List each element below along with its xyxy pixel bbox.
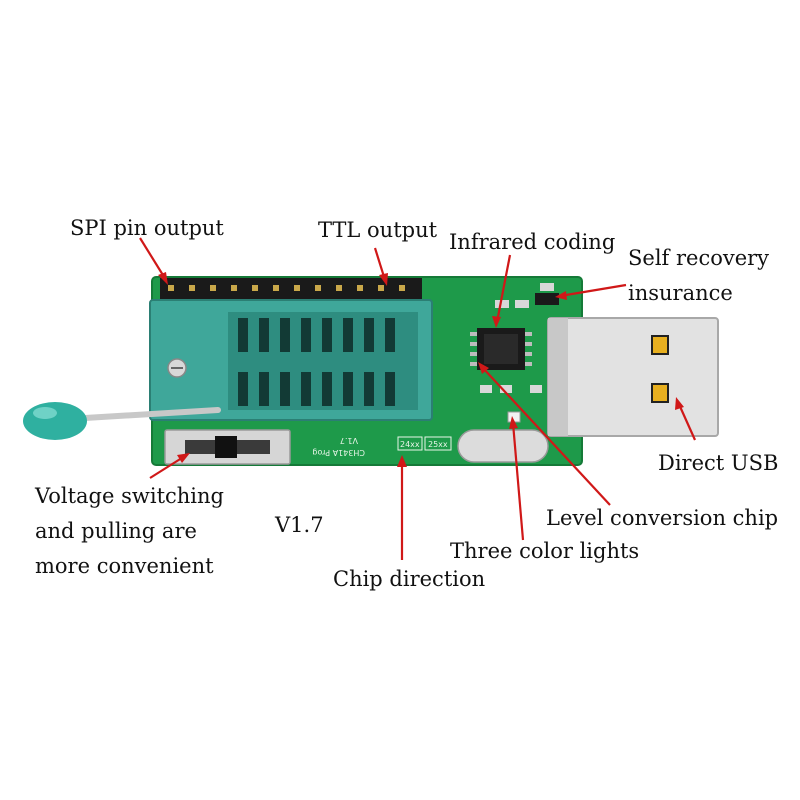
label-self-recovery: Self recovery — [628, 246, 769, 270]
arrow-level-conversion — [478, 362, 611, 506]
ic-pins — [470, 332, 532, 366]
chip-24xx-box — [397, 436, 423, 451]
label-ttl-output: TTL output — [318, 218, 438, 242]
pin-header — [160, 278, 422, 300]
zif-slots-bottom — [238, 372, 395, 406]
arrow-three-color — [509, 416, 525, 541]
chip-25xx-label: 25xx — [428, 440, 448, 449]
arrow-ttl — [373, 247, 388, 286]
label-chip-direction: Chip direction — [333, 567, 485, 591]
usb-hole-bottom — [651, 383, 669, 403]
usb-hole-top — [651, 335, 669, 355]
voltage-switch-knob — [215, 436, 237, 458]
label-voltage-line2: and pulling are — [35, 519, 197, 543]
smd-components — [480, 283, 554, 393]
label-version: V1.7 — [274, 513, 324, 537]
arrow-chip-direction — [397, 455, 407, 560]
zif-socket-bevel — [149, 299, 433, 421]
zif-lever-knob-highlight — [33, 407, 57, 419]
chip-25xx-box — [424, 436, 452, 451]
zif-lever-knob — [23, 402, 87, 440]
arrow-direct-usb — [675, 397, 697, 441]
silkscreen-version: V1.7 — [340, 436, 358, 445]
label-voltage-line3: more convenient — [35, 554, 214, 578]
zif-lever-arm — [82, 407, 221, 421]
crystal-oscillator — [457, 429, 549, 463]
label-insurance: insurance — [628, 281, 733, 305]
chip-24xx-label: 24xx — [400, 440, 420, 449]
usb-plug-shade — [548, 318, 568, 436]
silkscreen-model: CH341A Prog — [312, 448, 365, 457]
label-level-conversion-chip: Level conversion chip — [546, 506, 778, 530]
label-direct-usb: Direct USB — [658, 451, 778, 475]
arrow-spi — [139, 237, 168, 285]
arrow-self-recovery — [555, 283, 627, 300]
label-spi-pin-output: SPI pin output — [70, 216, 224, 240]
usb-plug — [547, 317, 719, 437]
level-conversion-ic-inner — [484, 334, 518, 364]
label-voltage-line1: Voltage switching — [34, 484, 224, 508]
zif-slots-top — [238, 318, 395, 352]
header-pins — [168, 285, 405, 291]
label-three-color-lights: Three color lights — [450, 539, 639, 563]
resettable-fuse — [535, 293, 559, 305]
arrow-infrared — [492, 254, 512, 328]
label-infrared-coding: Infrared coding — [449, 230, 615, 254]
arrow-voltage — [149, 453, 190, 479]
